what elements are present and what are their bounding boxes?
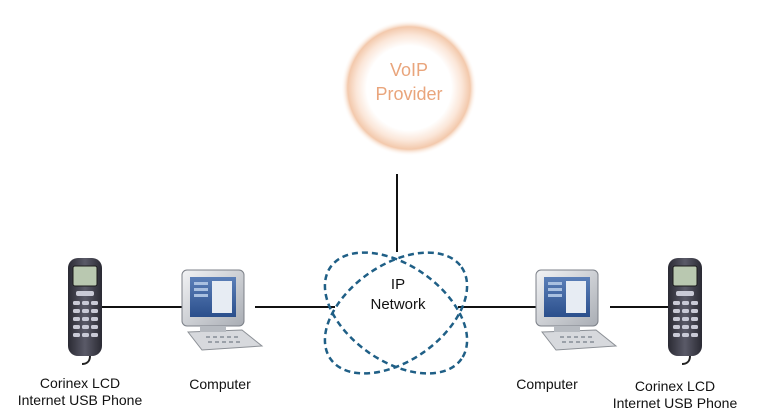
provider-label: VoIP Provider	[362, 58, 456, 106]
left-phone-label: Corinex LCD Internet USB Phone	[0, 375, 160, 409]
desktop-computer-icon	[535, 269, 618, 351]
usb-phone-icon	[668, 258, 702, 365]
network-label-line2: Network	[370, 296, 426, 313]
provider-label-line1: VoIP	[389, 60, 429, 80]
left-phone-label-line2: Internet USB Phone	[17, 392, 143, 408]
left-computer-label: Computer	[189, 376, 251, 392]
desktop-computer-icon	[181, 269, 264, 351]
right-phone-label-line1: Corinex LCD	[634, 378, 716, 394]
right-phone-label: Corinex LCD Internet USB Phone	[592, 378, 758, 412]
cloud-glow-icon	[341, 20, 477, 156]
right-computer-label: Computer	[516, 376, 578, 392]
right-phone-label-line2: Internet USB Phone	[612, 395, 738, 411]
network-cloud-icon	[323, 251, 469, 375]
provider-label-line2: Provider	[375, 84, 443, 104]
network-label: IP Network	[348, 275, 448, 315]
usb-phone-icon	[68, 258, 102, 365]
left-phone-label-line1: Corinex LCD	[39, 375, 121, 391]
network-label-line1: IP	[390, 276, 406, 293]
